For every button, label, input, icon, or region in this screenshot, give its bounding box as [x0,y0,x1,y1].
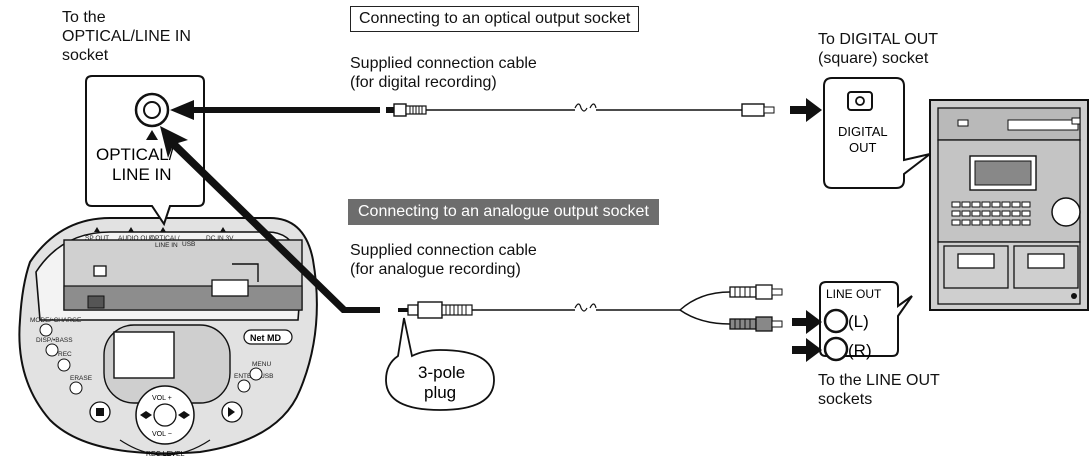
analogue-cable-label: Supplied connection cable (for analogue … [350,241,537,279]
optical-callout-label-2: LINE IN [112,165,172,184]
disp-button[interactable] [45,343,59,357]
digital-out-callout-label-1: DIGITAL [838,124,888,139]
digital-out-target-line-2: (square) socket [818,50,929,67]
plug-label-2: plug [424,383,456,402]
optical-cable-line-1: Supplied connection cable [350,55,537,72]
menu-button[interactable] [249,367,263,381]
arrow-to-digital-out [790,98,822,122]
digital-out-target-label: To DIGITAL OUT (square) socket [818,30,938,68]
line-out-target-line-2: sockets [818,391,873,408]
erase-button-label: ERASE [70,375,93,382]
port-label-audio-out: AUDIO OUT [118,235,154,242]
line-out-right-socket [823,336,849,362]
rec-level-label: REC LEVEL [146,451,185,458]
enter-button[interactable] [237,379,251,393]
port-label-usb: USB [182,241,195,248]
optical-in-target-label: To the OPTICAL/LINE IN socket [62,8,191,65]
arrow-to-line-out-right [792,338,822,362]
digital-out-target-line-1: To DIGITAL OUT [818,31,939,48]
port-label-dc-in: DC IN 3V [206,235,234,242]
optical-line-in-callout: OPTICAL/ LINE IN [85,75,205,227]
analogue-cable-line-1: Supplied connection cable [350,242,537,259]
digital-out-callout-label-2: OUT [849,140,877,155]
plug-label-1: 3-pole [418,363,465,382]
optical-in-target-line-2: OPTICAL/LINE IN [62,28,191,45]
rec-button-label: REC [58,351,72,358]
analogue-heading: Connecting to an analogue output socket [348,199,659,225]
port-label-line-in: LINE IN [155,242,178,249]
arrow-to-line-out-left [792,310,822,334]
line-out-callout: LINE OUT (L) (R) [819,281,913,362]
arrow-to-optical-socket [170,100,380,120]
optical-cable [386,103,775,117]
md-recorder: SP OUT AUDIO OUT OPTICAL/ LINE IN USB DC… [18,217,318,458]
mode-button-label: MODE/•CHARGE [30,317,82,324]
line-out-callout-label: LINE OUT [826,287,882,301]
disp-button-label: DISP/•BASS [36,337,73,344]
stereo-system [929,99,1089,311]
optical-cable-line-2: (for digital recording) [350,74,497,91]
digital-out-callout: DIGITAL OUT [823,77,931,189]
optical-cable-label: Supplied connection cable (for digital r… [350,54,537,92]
port-label-optical: OPTICAL/ [150,235,180,242]
channel-right-label: (R) [848,341,872,360]
optical-heading: Connecting to an optical output socket [350,6,640,32]
stereo-volume-knob [1051,197,1081,227]
mode-button[interactable] [39,323,53,337]
channel-left-label: (L) [848,312,869,331]
vol-minus-label: VOL − [152,431,172,438]
vol-plus-label: VOL + [152,395,172,402]
analogue-cable [398,284,783,332]
menu-button-label: MENU [252,361,271,368]
line-out-target-label: To the LINE OUT sockets [818,371,940,409]
port-label-sp-out: SP OUT [85,235,109,242]
line-out-left-socket [823,308,849,334]
plug-callout: 3-pole plug [385,317,495,411]
optical-callout-label-1: OPTICAL/ [96,145,174,164]
rec-button[interactable] [57,358,71,372]
netmd-logo: Net MD [250,333,281,343]
optical-in-target-line-1: To the [62,9,106,26]
optical-in-target-line-3: socket [62,47,109,64]
analogue-cable-line-2: (for analogue recording) [350,261,521,278]
line-out-target-line-1: To the LINE OUT [818,372,940,389]
erase-button[interactable] [69,381,83,395]
